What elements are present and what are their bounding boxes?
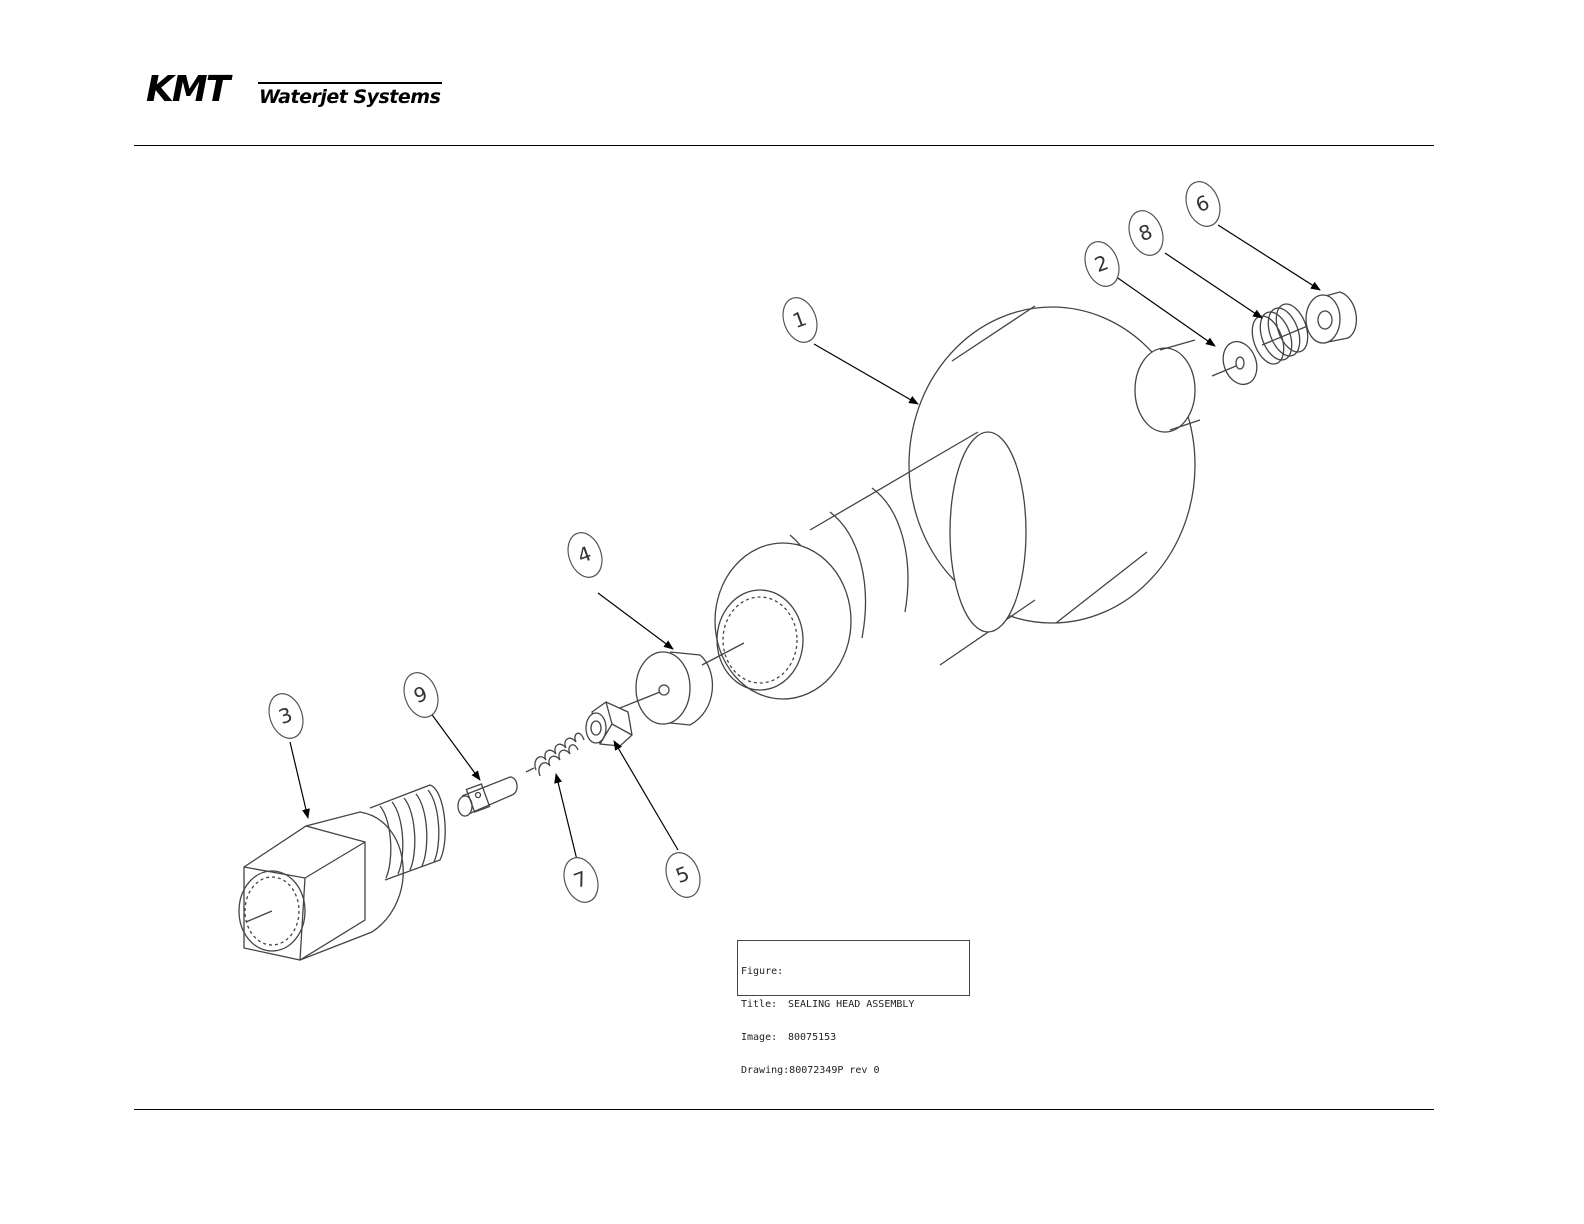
figure-row: Figure: (741, 966, 966, 977)
title-value: SEALING HEAD ASSEMBLY (788, 999, 914, 1010)
drawing-value: 80072349P rev 0 (789, 1065, 879, 1076)
figure-label: Figure: (741, 966, 783, 977)
part-1-sealing-head-body (702, 306, 1200, 699)
part-8-coil (1246, 300, 1313, 369)
title-row: Title:SEALING HEAD ASSEMBLY (741, 999, 966, 1010)
drawing-row: Drawing:80072349P rev 0 (741, 1065, 966, 1076)
image-value: 80075153 (788, 1032, 836, 1043)
title-label: Title: (741, 999, 788, 1010)
part-6-end-cap (1306, 292, 1356, 343)
drawing-label: Drawing: (741, 1065, 789, 1076)
part-3-gland-nut (239, 785, 445, 960)
image-row: Image:80075153 (741, 1032, 966, 1043)
part-7-spring (526, 733, 584, 776)
figure-title-block: Figure: Title:SEALING HEAD ASSEMBLY Imag… (737, 940, 970, 996)
part-9-pin (458, 777, 517, 816)
part-5-hex-poppet (586, 702, 632, 746)
image-label: Image: (741, 1032, 788, 1043)
